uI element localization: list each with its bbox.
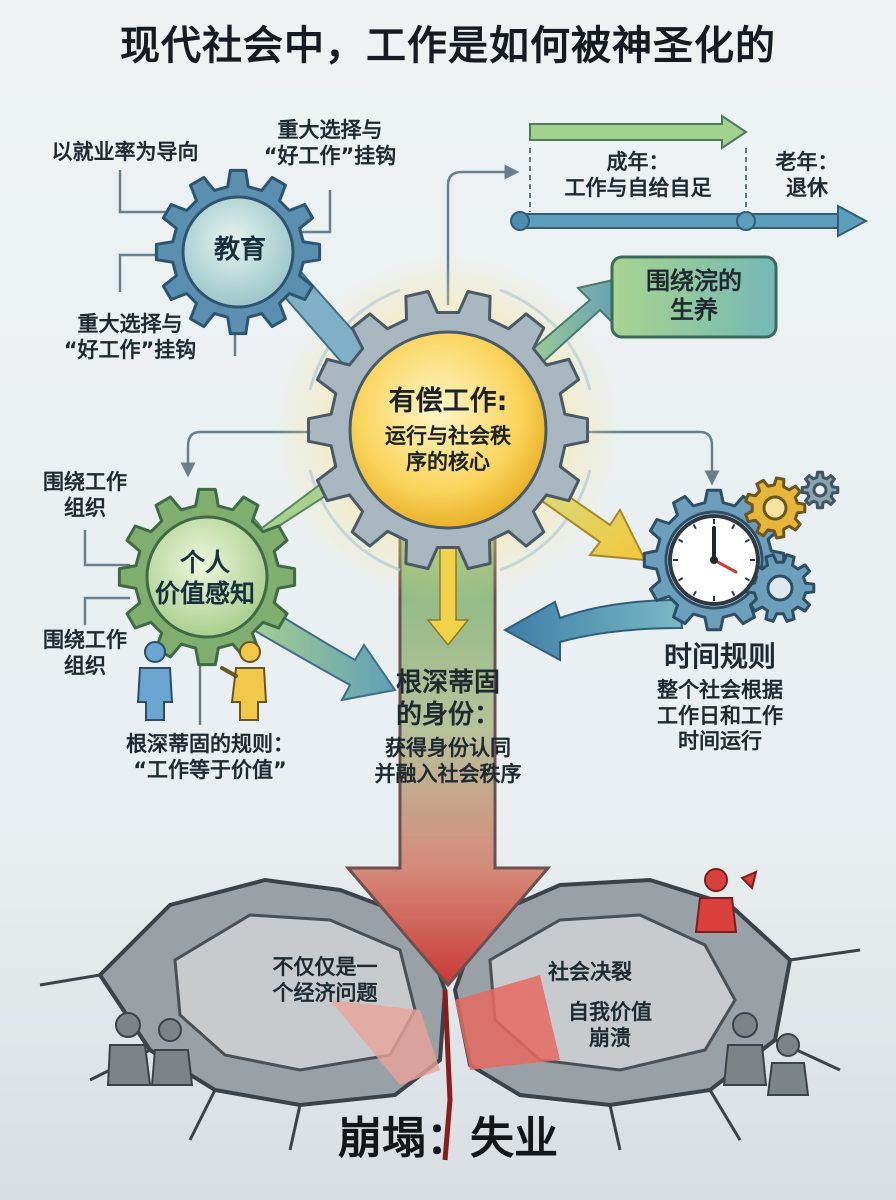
- small-gear-blue: [744, 553, 816, 623]
- small-gear-orange: [744, 476, 807, 540]
- crack-right-top-text: 社会决裂: [548, 960, 632, 984]
- crack-left-plate: [97, 877, 448, 1108]
- value-note-top: 围绕工作 组织: [43, 470, 127, 520]
- value-gear: [117, 487, 297, 667]
- arrow-time-identity: [502, 598, 684, 662]
- broken-people-right-icon: [722, 1012, 810, 1096]
- core-gear: [307, 289, 589, 571]
- value-note-bottom: 围绕工作 组织: [43, 628, 127, 678]
- timeline-adult: 成年： 工作与自给自足: [564, 150, 712, 200]
- core-title: 有偿工作:: [388, 386, 508, 417]
- core-subtitle: 运行与社会秩 序的核心: [385, 424, 511, 474]
- value-rule: 根深蒂固的规则： “工作等于价值”: [126, 732, 294, 782]
- livelihood-label: 围绕浣的 生养: [646, 267, 742, 325]
- identity-title: 根深蒂固 的身份：: [395, 668, 500, 730]
- value-label: 个人 价值感知: [154, 548, 255, 608]
- crack-right-bottom-text: 自我价值 崩溃: [568, 1000, 652, 1050]
- identity-desc: 获得身份认同 并融入社会秩序: [374, 736, 522, 786]
- time-rules-title: 时间规则: [663, 640, 776, 673]
- broken-people-red-icon: [694, 868, 758, 933]
- livelihood-box: [610, 255, 778, 339]
- small-gear-tiny: [800, 470, 840, 510]
- arrow-core-identity: [426, 539, 470, 647]
- education-gear: [154, 168, 322, 336]
- education-label: 教育: [213, 235, 266, 265]
- collapse-title: 崩塌：失业: [338, 1113, 558, 1164]
- education-note-choice-bottom: 重大选择与 “好工作”挂钩: [63, 312, 197, 362]
- crack-left-text: 不仅仅是一 个经济问题: [272, 955, 378, 1005]
- crack-right-plate: [452, 877, 793, 1108]
- connector-lines: [83, 164, 720, 725]
- clock-icon: [668, 514, 760, 606]
- timeline: [510, 114, 869, 238]
- education-note-employment: 以就业率为导向: [51, 140, 199, 164]
- timeline-old: 老年： 退休: [775, 150, 839, 200]
- person-yellow-icon: [220, 641, 268, 721]
- person-blue-icon: [136, 641, 174, 721]
- arrow-value-identity: [243, 598, 397, 702]
- page-title: 现代社会中，工作是如何被神圣化的: [120, 23, 776, 69]
- education-note-choice-top: 重大选择与 “好工作”挂钩: [263, 118, 397, 168]
- time-rules-desc: 整个社会根据 工作日和工作 时间运行: [657, 678, 783, 754]
- broken-people-left-icon: [106, 1012, 194, 1086]
